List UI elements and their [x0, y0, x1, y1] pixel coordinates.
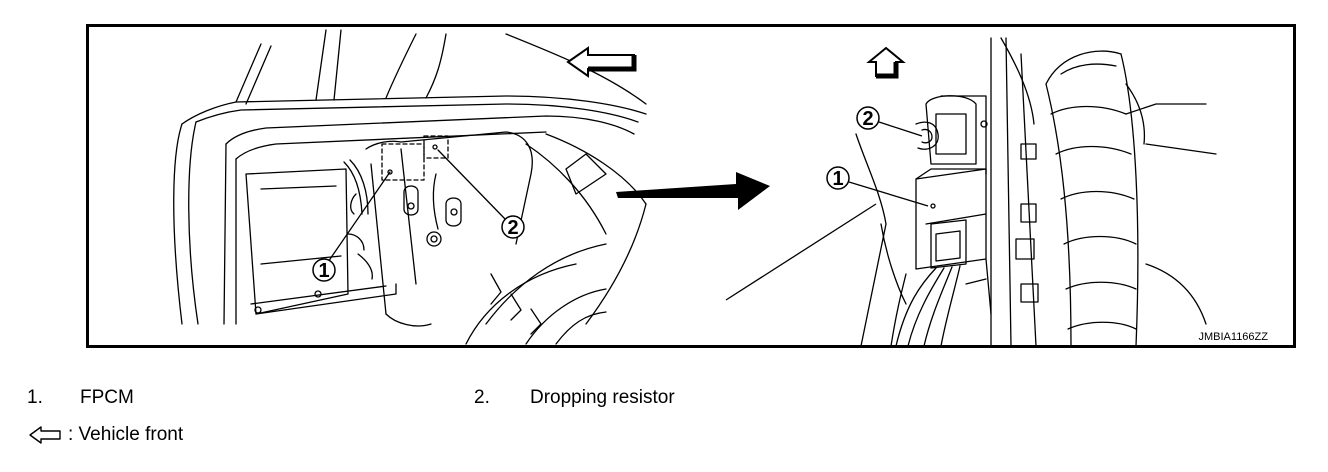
callout-1-left: 1 — [312, 258, 336, 282]
component-1-outline — [381, 143, 425, 181]
callout-2-left: 2 — [501, 215, 525, 239]
arrow-left-outline-icon — [27, 424, 63, 446]
legend-item-1-label: FPCM — [80, 387, 134, 408]
vehicle-front-arrow-left — [566, 46, 637, 78]
vehicle-front-arrow-right — [866, 46, 906, 79]
legend-direction-label: : Vehicle front — [68, 424, 184, 445]
left-panel-trunk-view — [173, 29, 647, 345]
detail-transition-arrow — [616, 172, 770, 210]
right-panel-detail-view — [855, 37, 1217, 347]
legend-item-1-number: 1. — [27, 387, 43, 408]
figure-code: JMBIA1166ZZ — [1199, 331, 1269, 343]
svg-text:1: 1 — [318, 260, 329, 282]
figure-border — [86, 24, 1296, 348]
svg-text:2: 2 — [507, 217, 518, 239]
figure-illustration: 1 2 — [86, 24, 1296, 348]
callout-1-right: 1 — [826, 166, 929, 207]
legend-item-2-number: 2. — [474, 387, 490, 408]
component-2-outline — [423, 135, 449, 159]
svg-text:2: 2 — [862, 108, 873, 130]
callout-2-right: 2 — [856, 106, 923, 137]
zoom-leader-line — [725, 203, 877, 301]
legend-item-2-label: Dropping resistor — [530, 387, 675, 408]
svg-text:1: 1 — [832, 168, 843, 190]
